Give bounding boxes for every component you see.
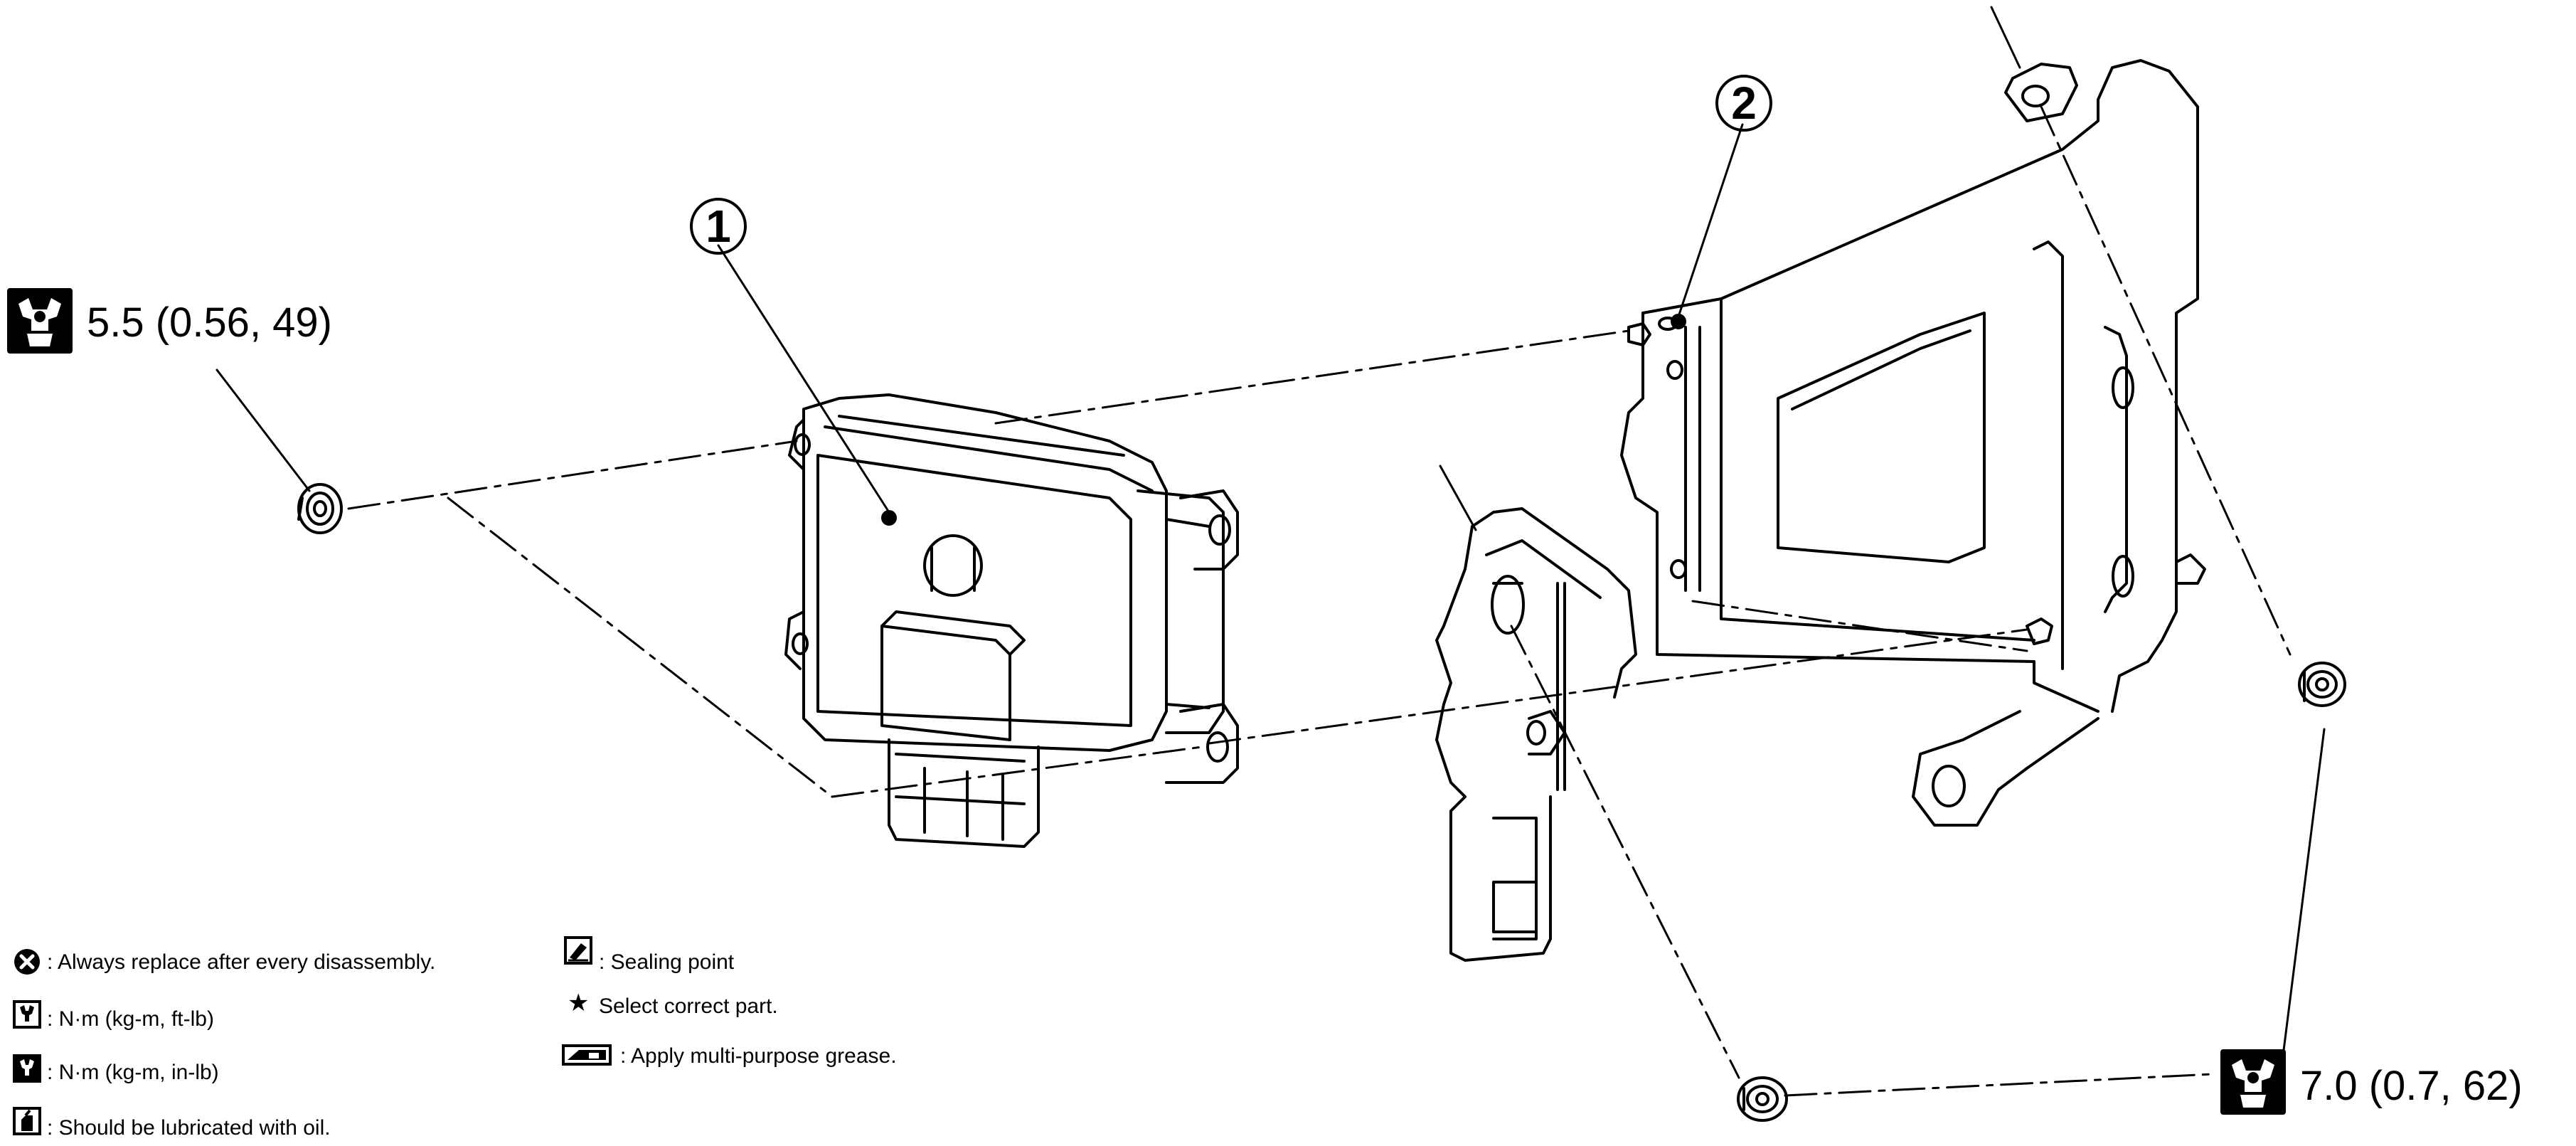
legend-nm-ft-lb: : N·m (kg-m, ft-lb): [47, 1007, 214, 1031]
nut-bottom: [1737, 1076, 1788, 1122]
legend-always-replace: : Always replace after every disassembly…: [47, 950, 436, 974]
oil-can-icon: [13, 1107, 41, 1135]
control-module: [784, 393, 1239, 848]
x-circle-icon: [13, 948, 41, 976]
legend-nm-in-lb: : N·m (kg-m, in-lb): [47, 1061, 219, 1084]
nut-right: [2298, 662, 2346, 707]
torque-wrench-filled-icon: [7, 288, 73, 354]
callout-2-number: 2: [1731, 78, 1757, 129]
legend-select-part: Select correct part.: [599, 994, 778, 1018]
vehicle-bracket: [1435, 507, 1637, 962]
callout-2: [1671, 75, 1772, 329]
torque-spec-right: 7.0 (0.7, 62): [2300, 1063, 2523, 1109]
torque-wrench-outline-icon: [13, 1000, 41, 1029]
leader-lines: [215, 6, 2326, 1068]
torque-wrench-filled-icon: [13, 1054, 41, 1083]
star-icon: ★: [568, 990, 590, 1017]
legend-lubricate-oil: : Should be lubricated with oil.: [47, 1116, 331, 1140]
sealant-icon: [564, 936, 592, 965]
torque-spec-left: 5.5 (0.56, 49): [87, 299, 332, 346]
grease-icon: [562, 1044, 612, 1066]
callout-1: [690, 198, 897, 526]
alignment-lines: [347, 105, 2292, 1097]
torque-wrench-filled-icon: [2220, 1049, 2286, 1115]
callout-1-number: 1: [706, 201, 731, 252]
nut-left: [297, 483, 343, 534]
mounting-bracket: [1620, 59, 2206, 827]
legend-sealing-point: : Sealing point: [599, 950, 735, 974]
legend-mp-grease: : Apply multi-purpose grease.: [620, 1044, 897, 1068]
